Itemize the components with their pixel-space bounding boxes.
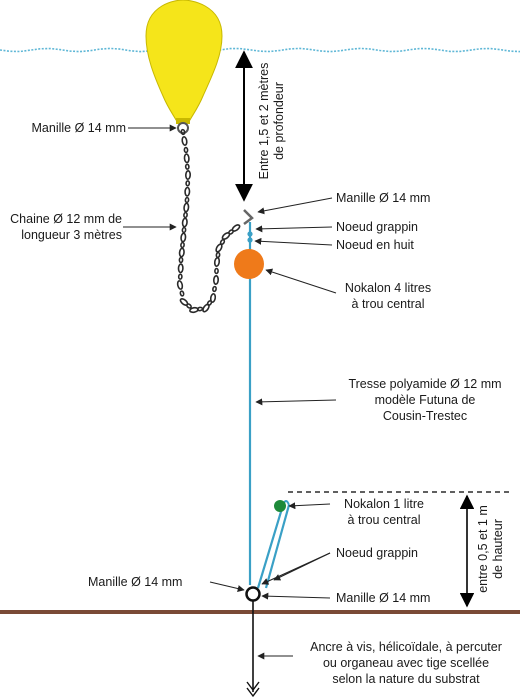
chain-link: [231, 224, 241, 232]
water-surface: [0, 47, 520, 53]
label-chaine: Chaine Ø 12 mm de longueur 3 mètres: [0, 211, 122, 243]
chain-link: [181, 226, 187, 234]
chain-link: [183, 146, 189, 154]
chain-link: [209, 293, 217, 303]
chain-link: [183, 202, 190, 213]
chain-link: [184, 196, 190, 204]
label-depth-line2: de profondeur: [272, 82, 286, 160]
label-nokalon-1l-line2: à trou central: [347, 513, 421, 527]
main-rope: [247, 222, 253, 585]
label-height-line1: entre 0,5 et 1 m: [476, 505, 490, 593]
chain-link: [212, 285, 217, 293]
label-height-line2: de hauteur: [491, 519, 505, 579]
chain-link: [184, 163, 190, 170]
chain-link: [184, 186, 191, 197]
chain-link: [180, 241, 185, 249]
label-ancre-line3: selon la nature du substrat: [332, 672, 480, 686]
label-tresse: Tresse polyamide Ø 12 mm modèle Futuna d…: [332, 376, 518, 424]
nokalon-4l-float: [234, 249, 264, 279]
buoy: [145, 0, 223, 124]
label-ancre: Ancre à vis, hélicoïdale, à percuter ou …: [296, 639, 516, 687]
chain-link: [177, 263, 184, 274]
chain-link: [185, 180, 191, 187]
chain-link: [186, 303, 192, 309]
label-tresse-line1: Tresse polyamide Ø 12 mm: [348, 377, 502, 391]
label-chaine-line2: longueur 3 mètres: [21, 228, 122, 242]
label-manille-top-right: Manille Ø 14 mm: [336, 191, 431, 205]
label-manille-buoy: Manille Ø 14 mm: [31, 121, 126, 135]
chain-link: [184, 170, 192, 180]
chain-link: [213, 257, 221, 267]
chain-link: [183, 211, 188, 219]
seabed: [0, 610, 520, 614]
label-chaine-line1: Chaine Ø 12 mm de: [10, 212, 122, 226]
anchor: [246, 600, 260, 698]
label-depth-line1: Entre 1,5 et 2 mètres: [257, 62, 271, 180]
chain-link: [177, 273, 183, 280]
chain-link: [178, 247, 185, 258]
label-manille-bottom-right: Manille Ø 14 mm: [336, 591, 431, 605]
label-tresse-line2: modèle Futuna de: [374, 393, 476, 407]
chain-link: [215, 251, 221, 259]
label-nokalon-1l-line1: Nokalon 1 litre: [344, 497, 424, 511]
label-tresse-line3: Cousin-Trestec: [382, 409, 468, 423]
chain-link: [178, 256, 184, 264]
chain-link: [183, 153, 190, 164]
label-ancre-line1: Ancre à vis, hélicoïdale, à percuter: [310, 640, 502, 654]
label-manille-bottom-left: Manille Ø 14 mm: [88, 575, 183, 589]
chain-link: [180, 128, 186, 136]
chain-link: [214, 267, 219, 275]
label-height: entre 0,5 et 1 m de hauteur: [476, 489, 506, 609]
label-noeud-grappin-top: Noeud grappin: [336, 220, 419, 234]
height-dimension: [288, 491, 510, 608]
chain-link: [179, 290, 185, 297]
label-nokalon-1l: Nokalon 1 litre à trou central: [330, 496, 438, 528]
label-noeud-huit: Noeud en huit: [336, 238, 414, 252]
chain-link: [181, 217, 188, 228]
label-nokalon-4l-line2: à trou central: [351, 297, 425, 311]
chain: [176, 128, 241, 314]
buoy-shackle: [177, 122, 189, 134]
bottom-shackle: [245, 586, 261, 602]
chain-link: [181, 136, 188, 146]
label-depth: Entre 1,5 et 2 mètres de profondeur: [257, 51, 289, 191]
label-nokalon-4l-line1: Nokalon 4 litres: [344, 281, 432, 295]
chain-link: [196, 306, 204, 312]
top-shackle: [243, 209, 254, 225]
chain-link: [212, 275, 220, 285]
leader-lines: [123, 124, 337, 660]
nokalon-1l-float: [256, 500, 291, 589]
label-nokalon-4l: Nokalon 4 litres à trou central: [328, 280, 448, 312]
label-ancre-line2: ou organeau avec tige scellée: [322, 656, 490, 670]
label-noeud-grappin-bottom: Noeud grappin: [336, 546, 419, 560]
chain-link: [176, 280, 184, 290]
chain-link: [180, 232, 187, 243]
